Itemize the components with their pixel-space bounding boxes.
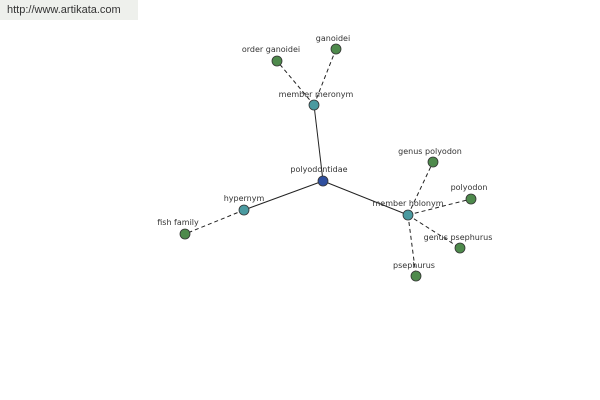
node-label-psephurus: psephurus <box>393 261 435 270</box>
node-order-ganoidei[interactable]: order ganoidei <box>242 45 300 67</box>
node-genus-polyodon[interactable]: genus polyodon <box>398 147 462 168</box>
edge-member-holonym-polyodon <box>407 198 472 216</box>
node-marker-hypernym[interactable] <box>238 204 250 216</box>
node-marker-member-holonym[interactable] <box>402 209 414 221</box>
edge-root-hypernym <box>243 180 324 211</box>
edge-root-member-meronym <box>313 104 324 182</box>
edge-hypernym-fish-family <box>184 209 245 235</box>
node-label-ganoidei: ganoidei <box>316 34 350 43</box>
edge-root-member-holonym <box>322 180 409 216</box>
node-marker-fish-family[interactable] <box>179 228 191 240</box>
node-label-fish-family: fish family <box>157 218 199 227</box>
node-hypernym[interactable]: hypernym <box>224 194 265 216</box>
node-marker-ganoidei[interactable] <box>330 43 342 55</box>
site-link[interactable]: http://www.artikata.com <box>7 4 121 16</box>
node-marker-order-ganoidei[interactable] <box>271 55 283 67</box>
node-ganoidei[interactable]: ganoidei <box>316 34 350 55</box>
node-fish-family[interactable]: fish family <box>157 218 199 240</box>
node-marker-genus-psephurus[interactable] <box>454 242 466 254</box>
node-marker-root[interactable] <box>317 175 329 187</box>
edge-member-meronym-ganoidei <box>313 48 337 106</box>
node-marker-genus-polyodon[interactable] <box>427 156 439 168</box>
node-member-meronym[interactable]: member meronym <box>279 90 354 111</box>
node-psephurus[interactable]: psephurus <box>393 261 435 282</box>
site-banner: http://www.artikata.com <box>0 0 138 20</box>
node-label-hypernym: hypernym <box>224 194 265 203</box>
node-label-root: polyodontidae <box>290 165 347 174</box>
node-label-order-ganoidei: order ganoidei <box>242 45 300 54</box>
graph-edges <box>184 48 472 277</box>
edge-member-meronym-order-ganoidei <box>276 60 315 106</box>
node-label-genus-psephurus: genus psephurus <box>424 233 493 242</box>
node-marker-psephurus[interactable] <box>410 270 422 282</box>
edge-member-holonym-genus-polyodon <box>407 161 434 216</box>
node-label-genus-polyodon: genus polyodon <box>398 147 462 156</box>
node-root[interactable]: polyodontidae <box>290 165 348 187</box>
node-marker-member-meronym[interactable] <box>308 99 320 111</box>
node-member-holonym[interactable]: member holonym <box>372 199 444 221</box>
node-marker-polyodon[interactable] <box>465 193 477 205</box>
edge-member-holonym-genus-psephurus <box>407 214 461 249</box>
node-polyodon[interactable]: polyodon <box>451 183 488 205</box>
node-label-member-meronym: member meronym <box>279 90 354 99</box>
edge-member-holonym-psephurus <box>407 214 417 277</box>
graph-nodes: polyodontidae member meronym order ganoide… <box>157 34 493 282</box>
node-label-polyodon: polyodon <box>451 183 488 192</box>
node-label-member-holonym: member holonym <box>372 199 443 208</box>
node-genus-psephurus[interactable]: genus psephurus <box>424 233 493 254</box>
